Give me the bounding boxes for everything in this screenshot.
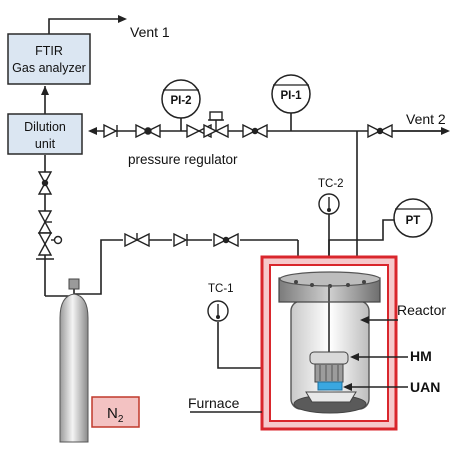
pi1-gauge: PI-1 [271, 74, 311, 114]
reactor-vessel [278, 271, 381, 414]
vent1-label: Vent 1 [130, 24, 170, 40]
check-valve-icon [173, 232, 188, 248]
vent2-arrow-icon [441, 127, 450, 135]
n2-label: N [107, 405, 118, 422]
check-valve-icon [103, 123, 118, 139]
vent2-label: Vent 2 [406, 111, 446, 127]
dilution-label-line1: Dilution [24, 120, 66, 134]
valve-icon [37, 210, 53, 224]
pi2-gauge: PI-2 [161, 79, 201, 119]
svg-text:N2: N2 [107, 405, 124, 425]
dilution-feed-valves [36, 171, 63, 260]
pressure-regulator-icon [203, 123, 218, 139]
pointer-arrows [343, 316, 369, 391]
valve-icon [37, 171, 53, 185]
n2-label-box: N2 [91, 396, 140, 428]
valve-icon [186, 123, 201, 139]
hm-label: HM [410, 348, 432, 364]
flow-arrows [41, 15, 450, 135]
n2-cylinder [59, 278, 89, 443]
top-line-valves [103, 111, 393, 139]
tc2-label: TC-2 [318, 178, 344, 190]
n2-subscript: 2 [118, 414, 124, 425]
valve-icon [213, 232, 228, 248]
pt-label: PT [406, 215, 421, 227]
pt-gauge: PT [393, 198, 433, 238]
pressure-regulator-label: pressure regulator [128, 152, 238, 167]
hm-holder [309, 351, 349, 383]
up-arrow-icon [41, 86, 49, 95]
ftir-label-line1: FTIR [35, 44, 63, 58]
valve-icon [124, 232, 139, 248]
tc1-thermocouple: TC-1 [207, 283, 234, 322]
pi1-label: PI-1 [280, 90, 302, 102]
pi2-label: PI-2 [170, 95, 191, 107]
valve-icon [135, 123, 150, 139]
ftir-box: FTIR Gas analyzer [7, 33, 91, 85]
vent2-valve-icon [367, 123, 382, 139]
tc1-label: TC-1 [208, 283, 234, 295]
ftir-label-line2: Gas analyzer [12, 61, 86, 75]
left-arrow-icon [88, 127, 97, 135]
valve-icon [242, 123, 257, 139]
n2-line-valves [124, 232, 239, 248]
furnace-label: Furnace [188, 395, 240, 411]
uan-label: UAN [410, 379, 440, 395]
vent1-arrow-icon [118, 15, 127, 23]
uan-sample [305, 381, 357, 403]
reactor-label: Reactor [397, 302, 446, 318]
label-pointers [190, 319, 408, 413]
dilution-label-line2: unit [35, 137, 56, 151]
dilution-unit-box: Dilution unit [7, 113, 83, 155]
tc2-thermocouple: TC-2 [318, 178, 344, 215]
regulator-icon [37, 232, 53, 246]
